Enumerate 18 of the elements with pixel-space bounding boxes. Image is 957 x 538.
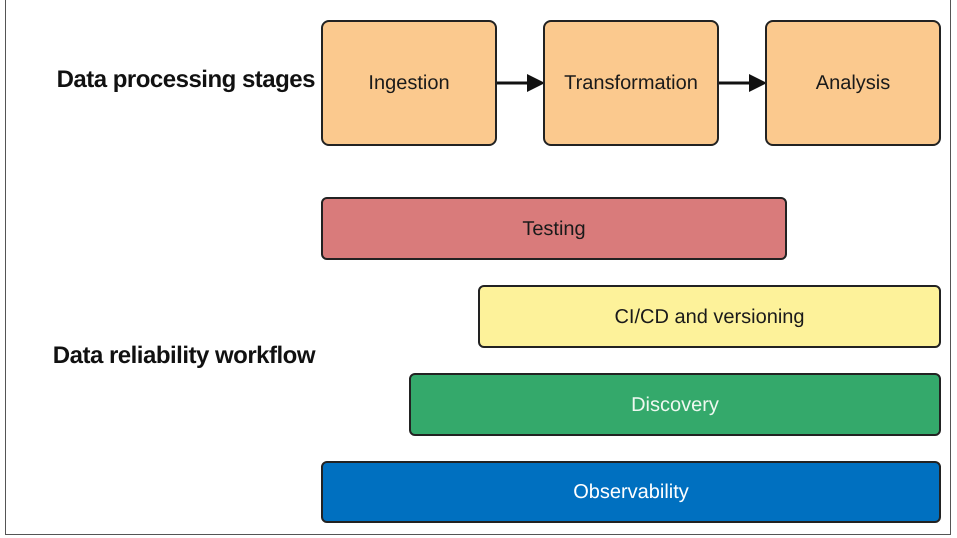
node-label: Testing	[522, 216, 586, 242]
node-label: Transformation	[564, 71, 698, 96]
stage-box	[321, 20, 497, 146]
node-label: Discovery	[631, 392, 719, 418]
row-heading: Data reliability workflow	[52, 341, 315, 371]
node-label: CI/CD and versioning	[614, 304, 805, 330]
workflow-bar	[478, 285, 941, 348]
row-heading: Data processing stages	[56, 65, 315, 95]
arrow	[719, 74, 767, 92]
workflow-bar	[321, 461, 941, 523]
node-label: Observability	[573, 480, 689, 505]
workflow-bar	[321, 197, 787, 260]
stage-box	[765, 20, 941, 146]
stage-box	[543, 20, 719, 146]
node-label: Analysis	[816, 71, 890, 96]
node-label: Ingestion	[368, 71, 450, 96]
workflow-bar	[409, 373, 941, 436]
arrow	[497, 74, 545, 92]
